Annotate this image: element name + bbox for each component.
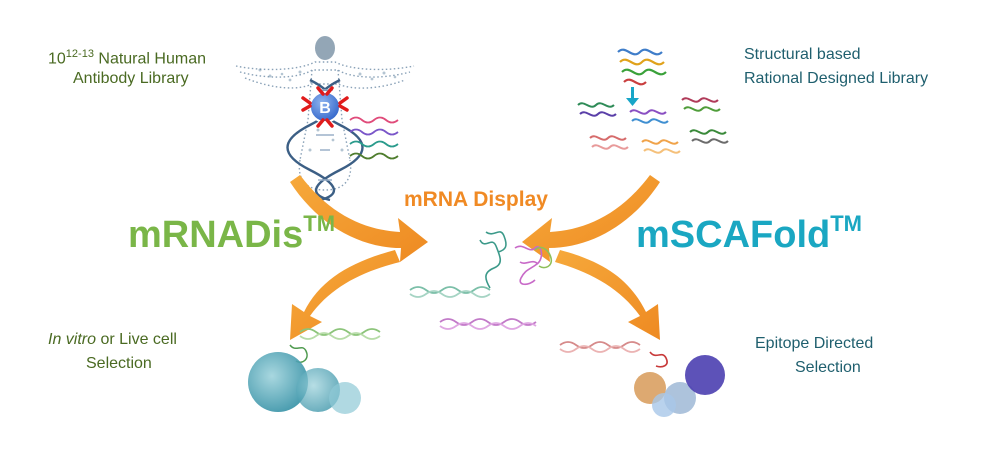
bottom-right-label-line1: Epitope Directed <box>755 335 874 352</box>
arrow-top-right-to-center <box>522 175 660 262</box>
arrow-center-to-bottom-right <box>555 250 660 340</box>
mscafold-brand: mSCAFoldTM <box>636 211 862 256</box>
bottom-left-label-line1: In vitro or Live cell <box>48 331 177 348</box>
top-left-label-line2: Antibody Library <box>73 70 189 87</box>
mrna-display-illustration <box>409 231 553 330</box>
top-right-label-line1: Structural based <box>744 46 861 63</box>
mrnadis-brand: mRNADisTM <box>128 211 336 256</box>
top-right-label-line2: Rational Designed Library <box>744 70 929 87</box>
epitope-selection-illustration <box>559 341 725 417</box>
down-arrow-icon <box>626 87 639 106</box>
b-cell-letter: B <box>319 100 331 117</box>
live-cell-selection-illustration <box>248 328 381 414</box>
arrow-center-to-bottom-left <box>290 250 400 340</box>
bottom-right-label-line2: Selection <box>795 359 861 376</box>
arrow-top-left-to-center <box>290 175 428 262</box>
human-antibody-illustration: B <box>235 36 415 202</box>
top-left-label-line1: 1012-13 Natural Human <box>48 48 206 68</box>
mrna-display-title: mRNA Display <box>404 188 548 211</box>
scaffold-proteins-illustration <box>577 48 729 154</box>
antibody-icon <box>301 86 349 128</box>
bottom-left-label-line2: Selection <box>86 355 152 372</box>
